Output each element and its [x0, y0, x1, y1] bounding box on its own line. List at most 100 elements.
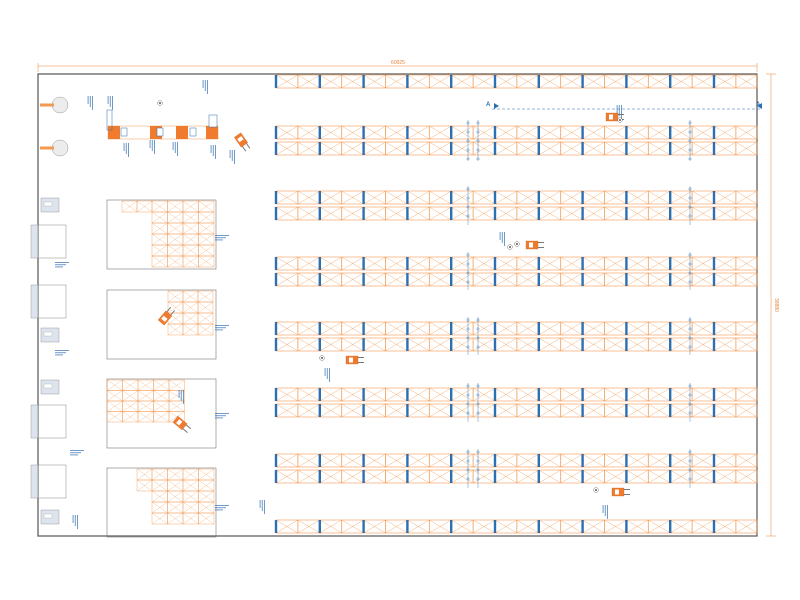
- rack-upright: [625, 520, 628, 533]
- annotation-label: [149, 140, 155, 154]
- rack-upright: [625, 470, 628, 483]
- rack-bracing: [626, 387, 649, 402]
- text-line: [215, 507, 226, 509]
- rack-upright: [669, 207, 672, 220]
- rack-bracing: [604, 125, 627, 140]
- aisle-node: [476, 477, 480, 481]
- workstation-block: [206, 126, 218, 139]
- worker-icon: [514, 241, 520, 247]
- aisle-node: [476, 345, 480, 349]
- text-line: [72, 515, 74, 523]
- rack-bracing: [713, 190, 737, 205]
- rack-bracing: [670, 272, 693, 287]
- rack-bracing: [363, 272, 386, 287]
- rack-bracing: [582, 469, 605, 484]
- rack-upright: [362, 404, 365, 417]
- rack-bracing: [472, 141, 496, 156]
- rack-bracing: [407, 519, 430, 534]
- rack-upright: [428, 142, 430, 155]
- rack-upright: [341, 126, 343, 139]
- rack-upright: [493, 273, 497, 286]
- rack-bracing: [691, 141, 715, 156]
- rack-upright: [647, 338, 649, 351]
- rack-bracing: [297, 321, 320, 336]
- pallet-cross: [182, 479, 199, 492]
- rack-upright: [385, 75, 386, 88]
- rack-upright: [669, 142, 672, 155]
- pallet-cross: [182, 200, 199, 213]
- rack-upright: [537, 207, 540, 220]
- rack-upright: [341, 207, 343, 220]
- rack-bracing: [451, 321, 474, 336]
- rack-bracing: [626, 337, 649, 352]
- rack-bracing: [407, 256, 430, 271]
- forklift-fork: [538, 247, 544, 248]
- text-line: [215, 417, 223, 419]
- rack-bracing: [582, 125, 605, 140]
- pallet-slot: [136, 479, 153, 492]
- rack-upright: [406, 257, 409, 270]
- rack-upright: [604, 338, 605, 351]
- conveyor-icon: [40, 146, 54, 150]
- dock-seal: [30, 224, 39, 259]
- rack-upright: [297, 126, 299, 139]
- pallet-cross: [106, 411, 123, 423]
- rack-bracing: [297, 387, 320, 402]
- aisle-node: [466, 139, 470, 143]
- rack-upright: [274, 322, 278, 335]
- rack-upright: [341, 75, 343, 88]
- rack-upright: [297, 75, 299, 88]
- rack-upright: [385, 388, 386, 401]
- rack-bracing: [407, 125, 430, 140]
- aisle-node: [466, 280, 470, 284]
- pallet-cross: [151, 244, 168, 257]
- forklift-fork: [246, 143, 251, 149]
- aisle-node: [688, 187, 692, 191]
- rack-bracing: [560, 387, 583, 402]
- rack-bracing: [626, 74, 649, 89]
- rack-bracing: [429, 206, 452, 221]
- rack-bracing: [385, 469, 408, 484]
- dock-seal: [30, 464, 39, 499]
- text-line: [499, 232, 501, 240]
- rack-upright: [493, 454, 497, 467]
- rack-bracing: [626, 272, 649, 287]
- rack-bracing: [735, 272, 758, 287]
- rack-upright: [537, 454, 540, 467]
- rack-upright: [560, 388, 562, 401]
- aisle-node: [688, 139, 692, 143]
- dock-door: [30, 464, 67, 499]
- text-line: [215, 509, 223, 511]
- rack-upright: [318, 273, 321, 286]
- rack-bracing: [451, 337, 474, 352]
- rack-upright: [691, 388, 693, 401]
- pallet-cross: [167, 255, 184, 268]
- rack-upright: [493, 191, 497, 204]
- rack-bracing: [275, 206, 299, 221]
- rack-bracing: [494, 74, 518, 89]
- rack-bracing: [516, 519, 539, 534]
- text-line: [109, 96, 111, 107]
- aisle-marker: [466, 317, 470, 355]
- text-line: [202, 80, 204, 88]
- rack-bracing: [648, 206, 671, 221]
- panel-icon: [106, 109, 113, 131]
- rack-bracing: [560, 141, 583, 156]
- rack-upright: [406, 388, 409, 401]
- rack-bracing: [319, 519, 342, 534]
- rack-bracing: [626, 125, 649, 140]
- text-line: [229, 150, 231, 158]
- text-line: [174, 142, 176, 153]
- rack-upright: [274, 388, 278, 401]
- rack-upright: [604, 257, 605, 270]
- text-line: [234, 150, 235, 164]
- rack-bracing: [735, 256, 758, 271]
- aisle-node: [476, 468, 480, 472]
- rack-upright: [406, 454, 409, 467]
- aisle-marker: [476, 120, 480, 161]
- rack-bracing: [297, 125, 320, 140]
- text-line: [604, 505, 606, 516]
- pallet-cross: [151, 501, 168, 514]
- rack-upright: [537, 191, 540, 204]
- rack-upright: [712, 454, 716, 467]
